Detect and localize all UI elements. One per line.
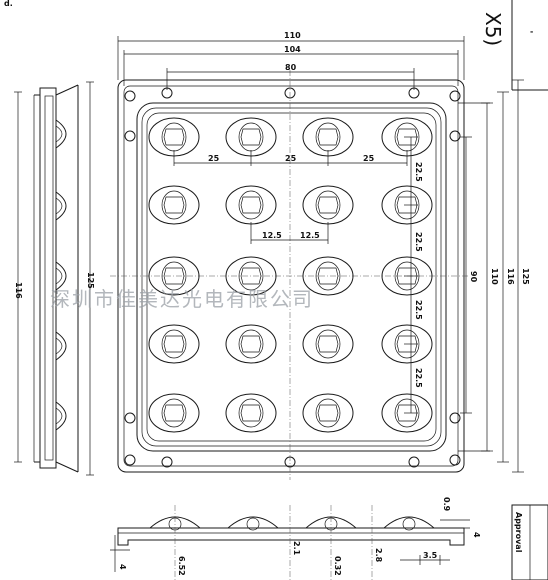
- watermark: 深圳市佳美达光电有限公司: [50, 287, 314, 311]
- lens: [381, 256, 433, 296]
- side-lens-bumps: [55, 119, 67, 431]
- bottom-section-view: 4 6.52 2.1 0.32 2.8 3.5 0.9 4: [110, 497, 481, 580]
- dim-right-125: 125: [521, 268, 530, 285]
- dim-bottom-4: 4: [118, 564, 127, 570]
- lens: [225, 185, 277, 225]
- dim-pitch-25: 25: [208, 154, 220, 163]
- dim-pitch-25: 25: [285, 154, 297, 163]
- lens: [225, 393, 277, 433]
- dim-bottom-6-52: 6.52: [177, 556, 186, 576]
- dim-half-12-5: 12.5: [300, 231, 320, 240]
- front-view: [110, 70, 470, 480]
- approval-label: Approval: [514, 512, 523, 553]
- lens: [302, 324, 354, 364]
- dim-half-12-5: 12.5: [262, 231, 282, 240]
- corner-label: d.: [4, 0, 13, 8]
- dim-top-110: 110: [284, 31, 301, 40]
- lens: [148, 185, 200, 225]
- lens: [225, 256, 277, 296]
- lens: [302, 185, 354, 225]
- dim-row-22-5: 22.5: [414, 300, 423, 320]
- approval-box: Approval: [511, 504, 548, 580]
- dim-bottom-2-1: 2.1: [292, 541, 301, 556]
- lens-array: [148, 117, 433, 433]
- lens: [381, 185, 433, 225]
- dim-row-22-5: 22.5: [414, 162, 423, 182]
- tick-mark: -: [530, 27, 533, 36]
- dim-side-0-9: 0.9: [442, 497, 451, 512]
- dim-left-116: 116: [14, 282, 23, 299]
- lens: [148, 256, 200, 296]
- dim-bottom-0-32: 0.32: [333, 556, 342, 576]
- dim-right-116: 116: [506, 268, 515, 285]
- lens: [148, 393, 200, 433]
- dim-top-104: 104: [284, 45, 301, 54]
- inner-frame: [136, 102, 447, 452]
- pitch-dimensions: 25 25 25 12.5 12.5 22.5 22.5 22.5 22.5: [173, 136, 423, 414]
- lens: [381, 324, 433, 364]
- lens: [302, 256, 354, 296]
- top-dimensions: 110 104 80: [117, 31, 465, 90]
- dim-right-90: 90: [469, 271, 478, 283]
- dim-row-22-5: 22.5: [414, 232, 423, 252]
- lens: [148, 324, 200, 364]
- lens: [225, 324, 277, 364]
- dim-left-125: 125: [86, 272, 95, 289]
- title-fragment: X5): [481, 12, 505, 46]
- dim-bottom-3-5: 3.5: [423, 551, 438, 560]
- dim-side-4: 4: [472, 532, 481, 538]
- dim-right-110: 110: [490, 268, 499, 285]
- lens: [302, 393, 354, 433]
- dim-top-80: 80: [285, 63, 297, 72]
- dim-row-22-5: 22.5: [414, 368, 423, 388]
- lens: [381, 393, 433, 433]
- side-view: 116 125: [14, 81, 95, 476]
- dim-bottom-2-8: 2.8: [374, 548, 383, 563]
- right-dimensions: 90 110 116 125: [458, 79, 530, 473]
- dim-pitch-25: 25: [363, 154, 375, 163]
